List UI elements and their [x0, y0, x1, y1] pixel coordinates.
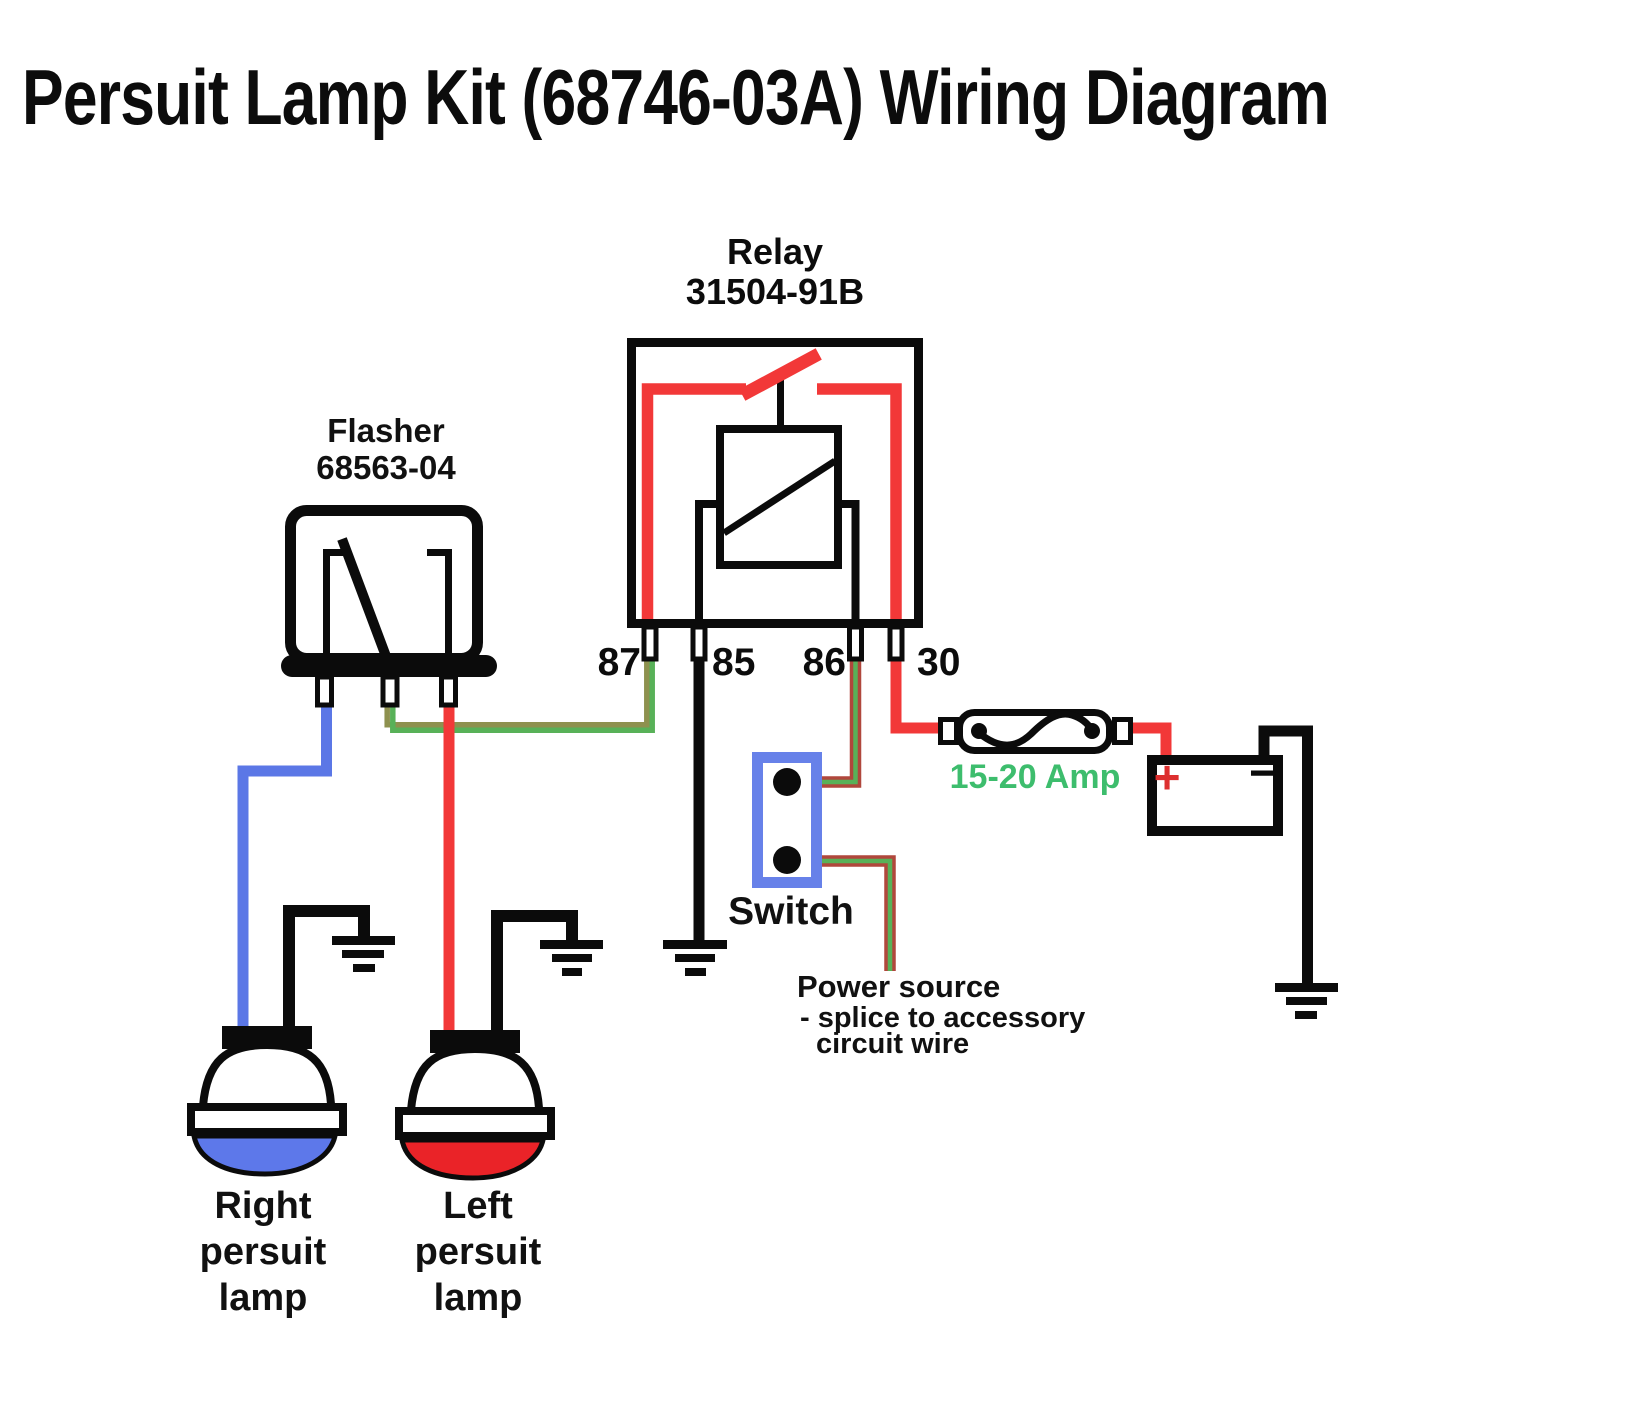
left-lamp-symbol	[395, 910, 603, 1181]
relay-coil-diagonal	[722, 458, 837, 536]
ground-bar	[342, 950, 384, 958]
left-lamp-dome	[407, 1044, 543, 1111]
relay-internal-red-left	[641, 383, 746, 627]
right-lamp-label-line1: Right	[214, 1185, 312, 1227]
ground-symbol-left-lamp	[540, 940, 603, 976]
left-lamp-socket	[430, 1030, 520, 1053]
wire-flasher-to-87-green	[390, 660, 655, 733]
relay-contact-blade	[739, 348, 822, 401]
ground-bar	[1295, 1011, 1317, 1019]
flasher-blade	[337, 537, 392, 661]
ground-bar	[332, 936, 395, 945]
wire-switch-to-power-source	[790, 855, 896, 971]
right-lamp-band	[187, 1103, 347, 1136]
power-source-note-2: circuit wire	[816, 1028, 970, 1060]
left-lamp-label-line1: Left	[443, 1185, 513, 1227]
flasher-label: Flasher 68563-04	[316, 412, 455, 486]
left-lamp-label-line2: persuit	[414, 1231, 542, 1273]
relay-pin-85-label: 85	[712, 641, 756, 684]
ground-bar	[675, 954, 715, 962]
wire-flasher-to-right-lamp	[237, 703, 332, 1032]
left-lamp-ground-wire	[491, 910, 578, 1033]
ground-symbol-85	[663, 940, 727, 976]
right-lamp-dome	[199, 1040, 335, 1107]
switch-label: Switch	[728, 890, 854, 933]
wire-30-to-fuse	[890, 658, 941, 734]
battery-negative-label: −	[1248, 747, 1278, 800]
relay-pin-85	[690, 624, 708, 662]
ground-bar	[540, 940, 603, 949]
relay-part-number: 31504-91B	[685, 271, 865, 312]
flasher-pin-middle	[380, 674, 400, 708]
relay-outline	[627, 338, 923, 628]
left-lamp-label-line3: lamp	[433, 1277, 523, 1319]
relay-pin-30	[887, 624, 905, 662]
switch-terminal-top	[773, 768, 801, 796]
left-lamp-band	[395, 1107, 555, 1140]
ground-bar	[552, 954, 592, 962]
right-lamp-symbol	[187, 905, 395, 1177]
relay-label: Relay 31504-91B	[686, 232, 864, 312]
ground-symbol-battery	[1275, 983, 1338, 1019]
fuse-connector-right	[1112, 717, 1133, 745]
switch-terminal-bottom	[773, 846, 801, 874]
wire-flasher-to-87-olive	[384, 660, 650, 728]
right-lamp-label-line2: persuit	[199, 1231, 327, 1273]
fuse-connector-left	[938, 717, 959, 745]
fuse-element-curve	[976, 710, 1095, 749]
ground-bar	[353, 964, 375, 972]
power-source-title: Power source	[797, 969, 1001, 1004]
right-lamp-socket	[222, 1026, 312, 1049]
flasher-symbol	[281, 505, 497, 708]
fuse-rating-label: 15-20 Amp	[950, 758, 1121, 797]
ground-bar	[562, 968, 582, 976]
wire-battery-to-ground	[1258, 725, 1313, 984]
relay-pin-30-label: 30	[917, 641, 961, 684]
wire-power-core	[790, 858, 893, 971]
diagram-title: Persuit Lamp Kit (68746-03A) Wiring Diag…	[22, 53, 1330, 141]
switch-symbol	[752, 752, 822, 888]
left-lamp-lens	[398, 1137, 547, 1181]
fuse-rating-text: 15-20 Amp	[949, 758, 1121, 796]
relay-pin-86	[847, 624, 864, 662]
left-lamp-label: Left persuit lamp	[415, 1183, 542, 1321]
flasher-part-number: 68563-04	[316, 449, 456, 486]
relay-symbol	[627, 338, 923, 662]
right-lamp-label-line3: lamp	[218, 1277, 308, 1319]
relay-coil-lead-85	[695, 500, 717, 627]
ground-bar	[1286, 997, 1327, 1005]
flasher-pin-left	[315, 674, 334, 708]
ground-bar	[1275, 983, 1338, 992]
right-lamp-label: Right persuit lamp	[200, 1183, 327, 1321]
flasher-base	[281, 655, 497, 677]
relay-pin-87	[641, 624, 659, 662]
relay-name: Relay	[726, 231, 824, 272]
relay-pin-86-label: 86	[802, 641, 846, 684]
relay-pin-87-label: 87	[597, 641, 641, 684]
relay-coil-lead-86	[840, 500, 860, 627]
right-lamp-ground-wire	[283, 905, 370, 1030]
flasher-name: Flasher	[327, 412, 445, 449]
power-source-note-1: - splice to accessory	[800, 1002, 1086, 1034]
ground-symbol-right-lamp	[332, 936, 395, 972]
wire-flasher-to-87	[384, 660, 655, 733]
flasher-pin-right	[439, 674, 458, 708]
wire-fuse-to-battery	[1132, 722, 1172, 762]
relay-internal-red-right	[817, 383, 902, 627]
battery-positive-label: +	[1153, 751, 1181, 803]
ground-bar	[685, 968, 706, 976]
right-lamp-lens	[190, 1133, 339, 1177]
ground-bar	[663, 940, 727, 949]
fuse-symbol	[938, 709, 1133, 754]
battery-body	[1147, 755, 1283, 836]
